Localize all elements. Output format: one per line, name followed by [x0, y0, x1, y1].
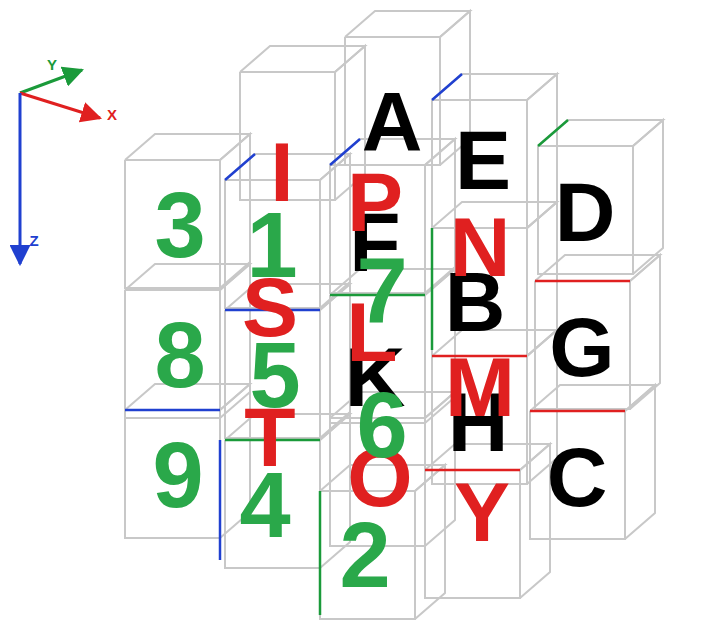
- cube-face: [535, 281, 630, 409]
- letter-label: G: [549, 305, 614, 389]
- cube-outline: [125, 384, 250, 538]
- cube-face: [345, 37, 440, 165]
- cube-face: [225, 180, 320, 308]
- edge-highlight: [530, 410, 625, 413]
- cube-face: [520, 444, 550, 598]
- cube-face: [240, 46, 365, 72]
- letter-label: M: [445, 345, 515, 429]
- cube-face: [625, 385, 655, 539]
- edge-highlight: [219, 440, 222, 560]
- edge-highlight: [319, 491, 322, 615]
- cube-face: [535, 255, 660, 281]
- edge-highlight: [535, 280, 630, 283]
- cube-face: [125, 410, 220, 538]
- edge-highlight: [431, 228, 434, 350]
- cube-face: [432, 74, 557, 100]
- axis-triad: [20, 70, 100, 264]
- cube-face: [225, 440, 320, 568]
- cube-face: [225, 310, 320, 438]
- cube-face: [415, 465, 445, 619]
- cube-outline: [432, 202, 557, 356]
- letter-label: P: [347, 160, 403, 244]
- letter-label: D: [555, 170, 616, 254]
- cube-outline: [530, 385, 655, 539]
- number-label: 5: [249, 329, 300, 421]
- cube-outline: [125, 264, 250, 418]
- cube-face: [125, 134, 250, 160]
- number-label: 6: [356, 379, 407, 471]
- number-label: 1: [246, 199, 297, 291]
- letter-label: C: [547, 435, 608, 519]
- letter-label: N: [450, 205, 511, 289]
- cube-face: [530, 411, 625, 539]
- edge-highlight: [125, 409, 220, 412]
- axis-z: [19, 93, 22, 264]
- letter-label: E: [455, 118, 511, 202]
- letter-label: A: [362, 80, 423, 164]
- cube-wireframes: [125, 11, 663, 619]
- number-label: 3: [154, 179, 205, 271]
- cube-outline: [240, 46, 365, 200]
- edge-highlight: [225, 154, 255, 180]
- axis-label: X: [107, 107, 117, 122]
- number-label: 2: [339, 509, 390, 601]
- number-label: 4: [239, 459, 290, 551]
- edge-highlight: [538, 120, 568, 146]
- letter-label: Y: [454, 470, 510, 554]
- cube-face: [633, 120, 663, 274]
- cube-face: [345, 11, 470, 37]
- number-label: 8: [154, 309, 205, 401]
- number-label: 7: [356, 244, 407, 336]
- edge-highlight: [432, 74, 462, 100]
- axis-label: Z: [29, 233, 38, 248]
- axis-x: [20, 93, 100, 118]
- cube-outline: [432, 330, 557, 484]
- axis-y: [20, 70, 82, 93]
- number-label: 9: [152, 429, 203, 521]
- axis-label: Y: [47, 57, 57, 72]
- edge-highlights: [125, 74, 630, 615]
- cube-face: [125, 160, 220, 288]
